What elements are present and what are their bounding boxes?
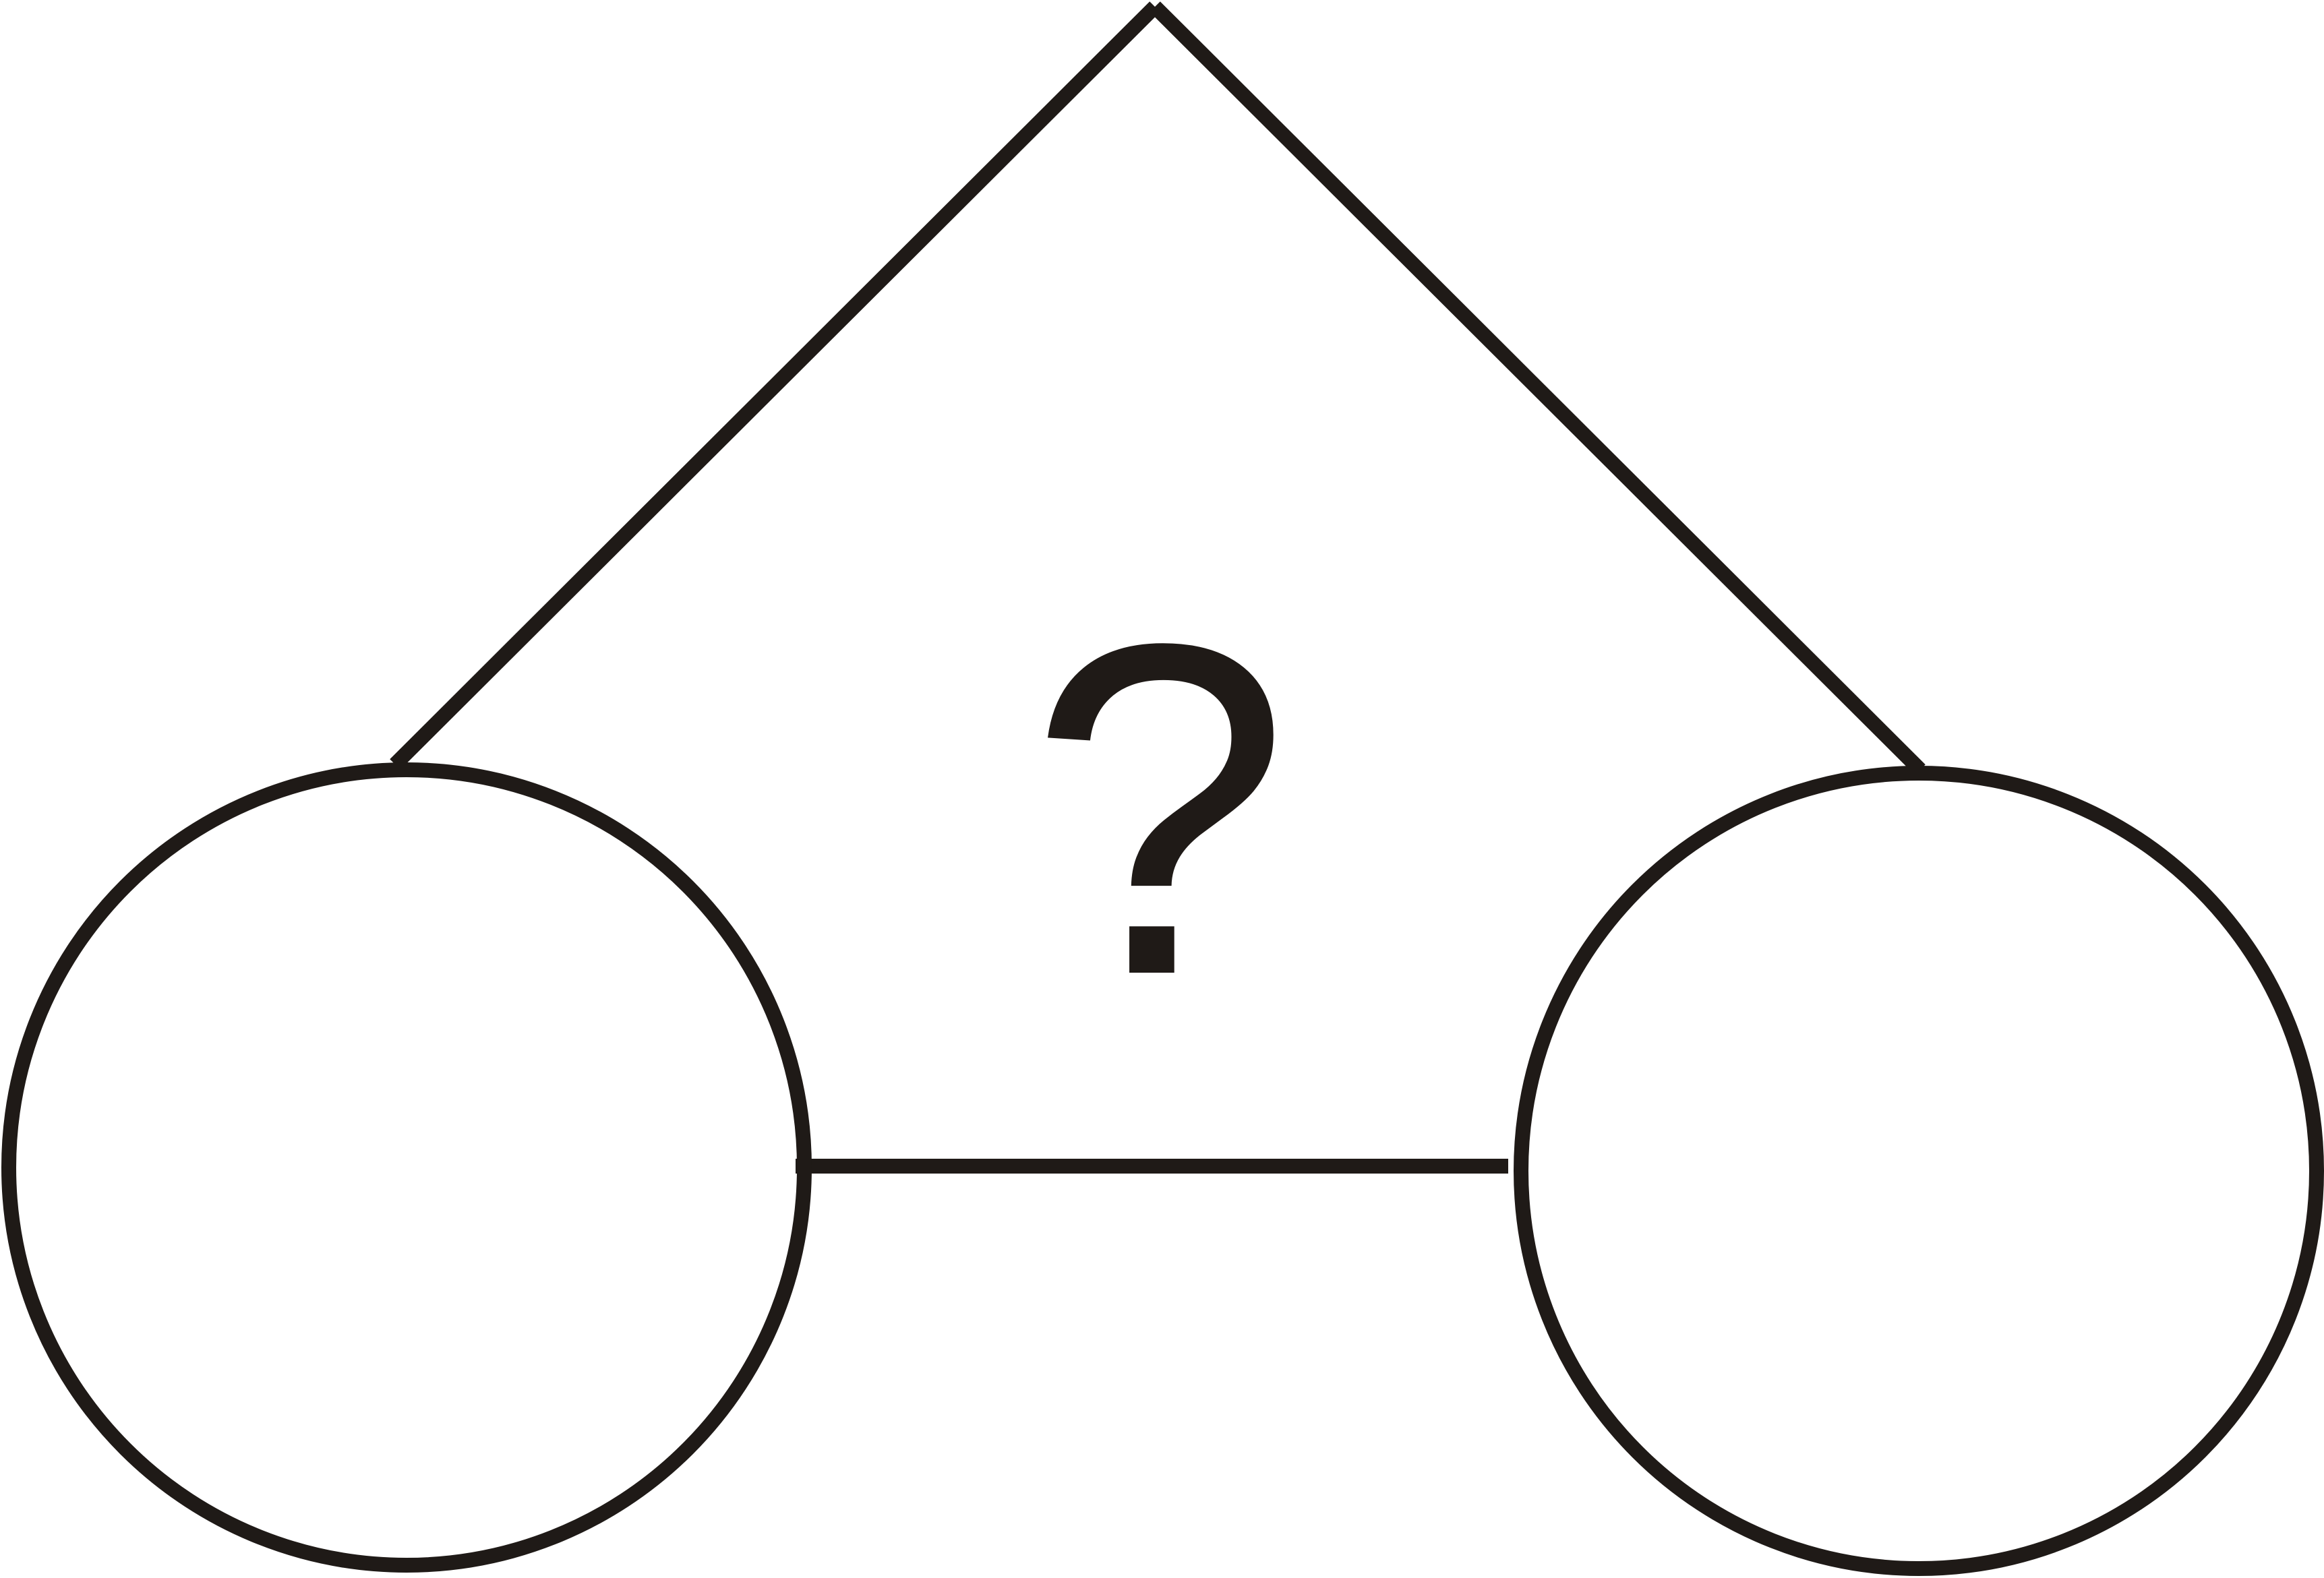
left-circle	[1, 762, 812, 1573]
right-roof-line	[1150, 1, 1926, 775]
left-roof-line	[390, 1, 1160, 770]
question-mark: ?	[1028, 546, 1290, 1073]
right-circle	[1514, 766, 2324, 1576]
